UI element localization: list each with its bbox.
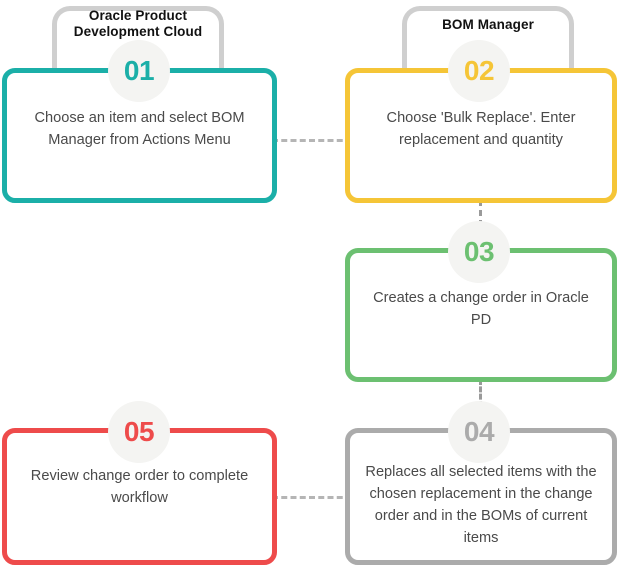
step-number-02: 02 [463,55,495,86]
step-badge-03: 03 [448,221,510,283]
connector-04-to-05 [272,496,352,499]
step-number-05: 05 [123,416,155,447]
swimlane-bracket-bom-manager [402,6,574,72]
step-text-02: Choose 'Bulk Replace'. Enter replacement… [386,110,576,148]
step-number-04: 04 [463,416,495,447]
step-text-04: Replaces all selected items with the cho… [365,464,597,546]
step-text-03: Creates a change order in Oracle PD [373,290,589,328]
step-badge-04: 04 [448,401,510,463]
step-badge-02: 02 [448,40,510,102]
step-text-05: Review change order to complete workflow [30,468,249,506]
step-number-01: 01 [123,55,155,86]
step-number-03: 03 [463,236,495,267]
connector-03-to-04 [479,379,482,407]
swimlane-label-oracle-pd-line2: Development Cloud [73,24,203,39]
step-card-03[interactable]: Creates a change order in Oracle PD [345,248,617,382]
swimlane-label-bom-manager-text: BOM Manager [442,17,534,32]
step-text-01: Choose an item and select BOM Manager fr… [34,110,245,148]
connector-01-to-02 [272,139,352,142]
swimlane-label-bom-manager: BOM Manager [402,17,574,33]
step-badge-05: 05 [108,401,170,463]
swimlane-label-oracle-pd: Oracle Product Development Cloud [52,8,224,40]
connector-02-to-03 [479,200,482,226]
swimlane-label-oracle-pd-line1: Oracle Product [88,8,188,23]
step-badge-01: 01 [108,40,170,102]
swimlane-bracket-oracle-pd [52,6,224,72]
